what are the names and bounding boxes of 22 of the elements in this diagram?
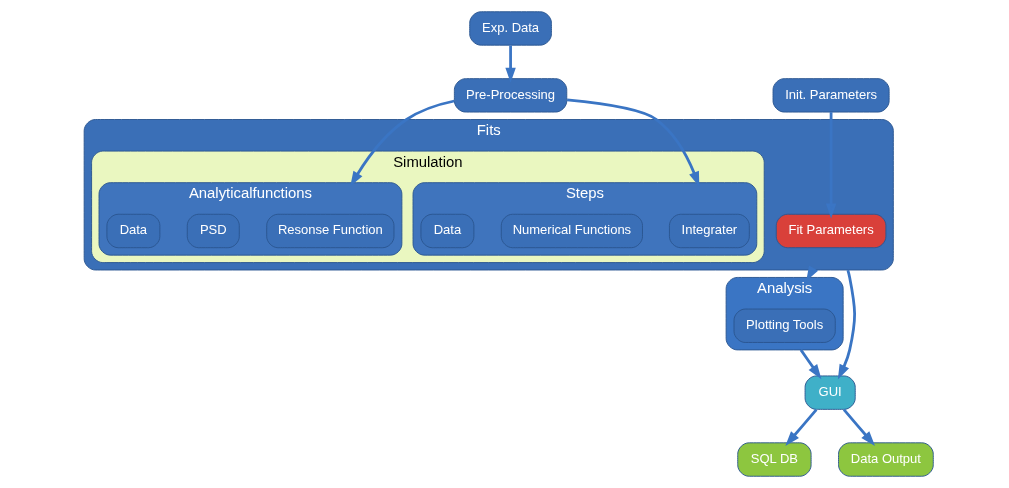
arrow	[842, 408, 875, 446]
arrow	[825, 112, 836, 219]
arrow	[784, 408, 817, 446]
node-box: Data	[419, 213, 474, 249]
node-box: Data	[105, 213, 160, 249]
node-box: SQL DB	[736, 442, 812, 477]
node-box: Data Output	[837, 442, 934, 477]
node-box: Init. Parameters	[772, 78, 890, 113]
node-box: Integrater	[668, 213, 750, 249]
node-box: GUI	[804, 375, 856, 410]
arrow	[349, 99, 455, 187]
node-box: Plotting Tools	[733, 308, 836, 343]
arrow	[799, 349, 821, 380]
arrow	[837, 269, 856, 380]
node-box: Resonse Function	[265, 213, 394, 249]
arrow	[504, 45, 516, 83]
node-box: Exp. Data	[468, 11, 552, 46]
arrow	[566, 98, 699, 187]
node-box: Fit Parameters	[775, 213, 886, 249]
node-box: Pre-Processing	[453, 78, 567, 113]
node-box: PSD	[186, 213, 240, 249]
node-box: Numerical Functions	[500, 213, 643, 249]
